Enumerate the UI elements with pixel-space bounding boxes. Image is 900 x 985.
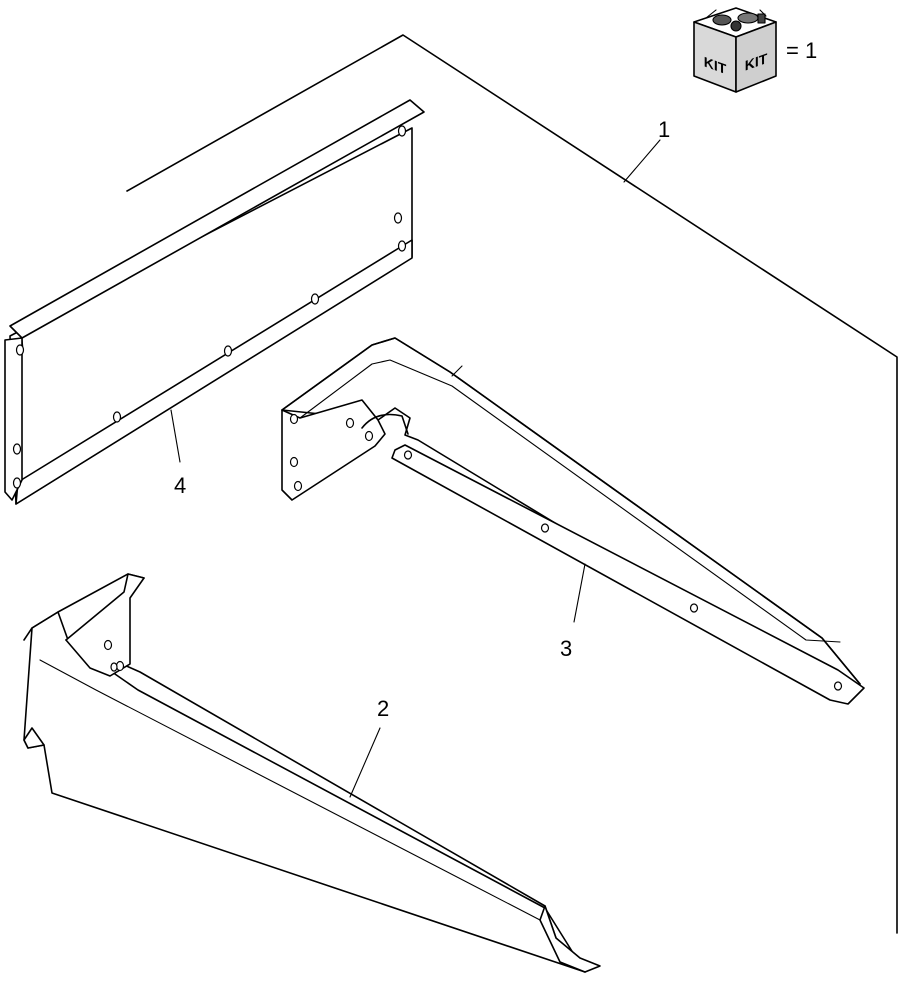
callout-label-2: 2 (377, 696, 389, 721)
kit-group-bracket (126, 34, 898, 934)
part-2-guard (23, 573, 601, 973)
kit-legend: KIT KIT = 1 (693, 7, 817, 93)
part-4-plate (4, 99, 425, 505)
callout-1: 1 (623, 117, 670, 183)
callout-3: 3 (560, 563, 586, 661)
callout-label-4: 4 (174, 473, 186, 498)
kit-box-icon: KIT KIT (693, 7, 777, 93)
callout-4: 4 (170, 409, 186, 498)
part-3-bracket (281, 337, 865, 705)
callout-label-1: 1 (658, 117, 670, 142)
callout-label-3: 3 (560, 636, 572, 661)
callout-2: 2 (349, 696, 389, 798)
kit-quantity-text: = 1 (786, 38, 817, 63)
